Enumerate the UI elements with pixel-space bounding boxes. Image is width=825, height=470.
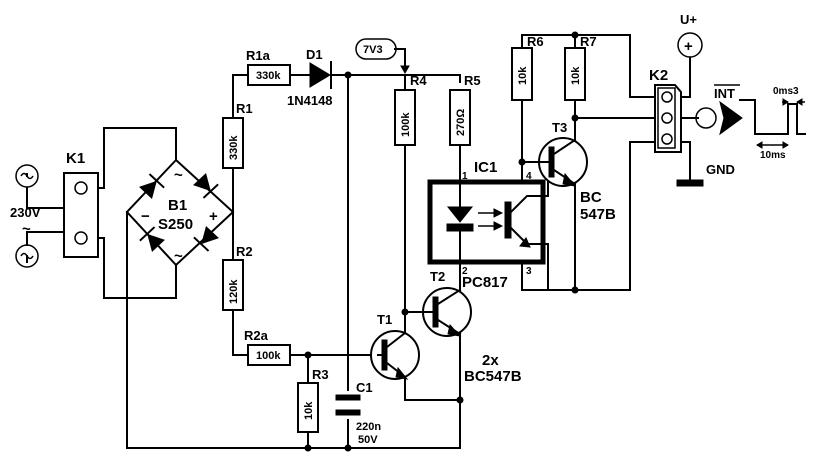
b1-label: B1 [168, 197, 187, 214]
timing-diagram: 10ms 0ms3 [739, 86, 806, 161]
r2a-value: 100k [256, 350, 281, 362]
t12-part: BC547B [464, 368, 522, 385]
resistor-r1: 330k R1 [222, 101, 253, 169]
t3-part-line1: BC [580, 189, 602, 206]
r6-label: R6 [527, 34, 544, 49]
transistor-t1: T1 [370, 312, 420, 380]
transistor-t2: T2 [419, 269, 472, 337]
gnd-terminal: GND [676, 162, 735, 187]
r4-value: 100k [400, 112, 412, 137]
resistor-r5: 270Ω R5 [449, 73, 481, 146]
ic1-part: PC817 [462, 274, 508, 291]
b1-plus: + [209, 208, 218, 225]
resistor-r2: 120k R2 [222, 244, 253, 311]
ic1-pin-4: 4 [526, 171, 532, 182]
r1a-label: R1a [246, 48, 271, 63]
t12-count: 2x [482, 352, 499, 369]
ic1-label: IC1 [474, 159, 497, 176]
k2-label: K2 [649, 67, 668, 84]
supply-7v3: 7V3 [355, 38, 410, 75]
d1-part: 1N4148 [287, 93, 333, 108]
r1-value: 330k [228, 135, 240, 160]
ic1-pin-2: 2 [462, 266, 468, 277]
timing-period: 10ms [760, 150, 786, 161]
r4-label: R4 [410, 73, 427, 88]
gnd-label: GND [706, 162, 735, 177]
r1-label: R1 [236, 101, 253, 116]
resistor-r1a: 330k R1a [246, 48, 291, 86]
resistor-r6: 10k R6 [511, 34, 544, 101]
b1-tilde-bottom: ~ [174, 248, 183, 265]
c1-label: C1 [356, 380, 373, 395]
resistor-r7: 10k R7 [564, 34, 597, 101]
mains-tilde: ~ [22, 221, 31, 238]
bridge-b1: B1 S250 − + ~ ~ [125, 158, 235, 267]
r6-value: 10k [517, 66, 529, 85]
b1-minus: − [141, 208, 150, 225]
uplus-label: U+ [680, 12, 697, 27]
r5-value: 270Ω [455, 109, 467, 136]
ic1-pin-1: 1 [462, 171, 468, 182]
supply-label: 7V3 [363, 44, 383, 56]
k1-connector: K1 [63, 150, 99, 258]
ac-source-bottom-icon [15, 244, 39, 268]
mains-voltage: 230V [10, 205, 41, 220]
timing-pulse: 0ms3 [773, 86, 799, 97]
int-output: INT [695, 84, 743, 136]
r7-value: 10k [570, 66, 582, 85]
r2-value: 120k [228, 279, 240, 304]
r1a-value: 330k [256, 70, 281, 82]
uplus-symbol: + [684, 38, 693, 55]
mains-input: 230V ~ [10, 164, 41, 268]
junctions [304, 31, 579, 452]
t1-label: T1 [377, 312, 392, 327]
ac-source-top-icon [15, 164, 39, 188]
optocoupler-ic1: IC1 PC817 1 2 3 4 [427, 159, 549, 291]
r2-label: R2 [236, 244, 253, 259]
resistor-r4: 100k R4 [394, 73, 427, 146]
d1-label: D1 [306, 47, 323, 62]
capacitor-c1: C1 220n 50V [335, 380, 381, 446]
r3-value: 10k [303, 401, 315, 420]
t2-label: T2 [430, 269, 445, 284]
r3-label: R3 [312, 367, 329, 382]
resistor-r2a: 100k R2a [244, 328, 291, 366]
b1-tilde-top: ~ [174, 167, 183, 184]
b1-part: S250 [158, 216, 193, 233]
k1-label: K1 [66, 150, 85, 167]
transistor-t3: T3 BC 547B [538, 120, 616, 223]
t3-part-line2: 547B [580, 206, 616, 223]
uplus-terminal: + U+ [677, 12, 703, 58]
int-label: INT [714, 86, 735, 101]
r5-label: R5 [464, 73, 481, 88]
resistor-r3: 10k R3 [297, 367, 329, 433]
r2a-label: R2a [244, 328, 269, 343]
r7-label: R7 [580, 34, 597, 49]
t3-label: T3 [552, 120, 567, 135]
k2-connector: K2 [649, 67, 682, 153]
ic1-pin-3: 3 [526, 266, 532, 277]
diode-d1: D1 1N4148 [287, 47, 339, 108]
c1-value: 220n [356, 421, 381, 433]
c1-voltage: 50V [358, 434, 378, 446]
